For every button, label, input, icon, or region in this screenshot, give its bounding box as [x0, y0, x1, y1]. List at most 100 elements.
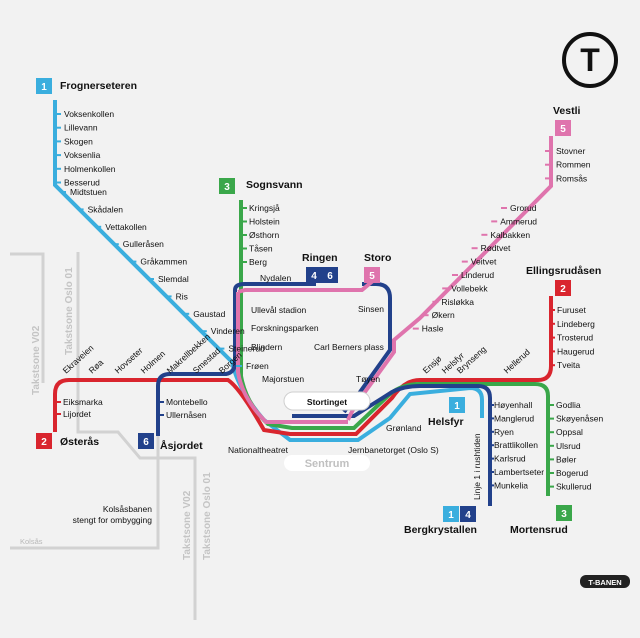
- sentrum-block: [283, 391, 371, 411]
- badge-5-vestli: 5: [560, 124, 566, 135]
- station-holmenkollen: Holmenkollen: [64, 164, 116, 174]
- station-skogen: Skogen: [64, 136, 93, 146]
- station-h-yenhall: Høyenhall: [494, 400, 532, 410]
- terminus-storo: Storo: [364, 252, 391, 264]
- station-furuset: Furuset: [557, 305, 586, 315]
- station-lijordet: Lijordet: [63, 409, 92, 419]
- station-munkelia: Munkelia: [494, 480, 528, 490]
- line-5-diagonal-stations: GrorudAmmerudKalbakkenRødtvetVeitvetLind…: [412, 203, 537, 334]
- note-linje-1-rushtiden: Linje 1 i rushtiden: [472, 433, 482, 500]
- t-logo-icon: T: [562, 32, 618, 88]
- badge-4-ringen: 4: [311, 271, 317, 282]
- station-romsas: Romsås: [556, 173, 587, 183]
- station-godlia: Godlia: [556, 400, 581, 410]
- station-ullernasen: Ullernåsen: [166, 410, 207, 420]
- station-gronland: Grønland: [386, 423, 422, 433]
- station-voksenkollen: Voksenkollen: [64, 109, 114, 119]
- badge-4-bergkrystallen: 4: [465, 510, 471, 521]
- notes: Kolsåsbanen stengt for ombygging Kolsås …: [20, 433, 630, 588]
- station-tveita: Tveita: [557, 360, 580, 370]
- line-1-branch-stations: VoksenkollenLillevannSkogenVoksenliaHolm…: [55, 109, 116, 188]
- note-kolsas: Kolsås: [20, 537, 43, 546]
- badge-3-mortensrud: 3: [561, 509, 567, 520]
- station-skullerud: Skullerud: [556, 482, 592, 492]
- station-vinderen: Vinderen: [211, 326, 245, 336]
- line-badges: 1 5 3 4 6 5 2 2 6 1 1 4 3: [36, 78, 572, 522]
- note-stengt: stengt for ombygging: [73, 515, 153, 525]
- line-1-diagonal-stations: MidtstuenSkådalenVettakollenGulleråsenGr…: [60, 187, 269, 371]
- station-ulsrud: Ulsrud: [556, 441, 581, 451]
- zone-label-v02-top: Takstsone V02: [31, 325, 42, 395]
- ring-stations: Nydalen Ullevål stadion Forskningsparken…: [228, 273, 439, 455]
- station-kern: Økern: [432, 310, 455, 320]
- station-bogerud: Bogerud: [556, 468, 588, 478]
- station-ris: Ris: [176, 291, 188, 301]
- station-rommen: Rommen: [556, 160, 591, 170]
- badge-6-asjordet: 6: [143, 437, 149, 448]
- terminus-ringen: Ringen: [302, 252, 338, 264]
- station-vettakollen: Vettakollen: [105, 222, 147, 232]
- badge-1-bergkrystallen: 1: [448, 510, 454, 521]
- terminus-frognerseteren: Frognerseteren: [60, 80, 137, 92]
- station-montebello: Montebello: [166, 397, 208, 407]
- station-ryen: Ryen: [494, 427, 514, 437]
- station-sthorn: Østhorn: [249, 230, 280, 240]
- line-2-track: [53, 296, 553, 436]
- station-ensj: Ensjø: [421, 354, 444, 376]
- station-voksenlia: Voksenlia: [64, 150, 101, 160]
- station-stortinget: Stortinget: [307, 397, 347, 407]
- station-brattlikollen: Brattlikollen: [494, 440, 538, 450]
- station-grakammen: Gråkammen: [140, 257, 187, 267]
- station-r-dtvet: Rødtvet: [481, 243, 511, 253]
- station-gaustad: Gaustad: [193, 309, 225, 319]
- station-holstein: Holstein: [249, 217, 280, 227]
- station-sk-yenasen: Skøyenåsen: [556, 414, 604, 424]
- station-veitvet: Veitvet: [471, 257, 497, 267]
- zone-label-v02-bottom: Takstsone V02: [182, 490, 193, 560]
- termini-labels: Frognerseteren Vestli Sognsvann Ringen S…: [60, 80, 601, 536]
- station-oppsal: Oppsal: [556, 427, 583, 437]
- station-lambertseter: Lambertseter: [494, 467, 544, 477]
- station-steinerud: Steinerud: [228, 344, 265, 354]
- station-risl-kka: Risløkka: [441, 297, 474, 307]
- station-majorstuen: Majorstuen: [262, 374, 304, 384]
- note-kolsasbanen: Kolsåsbanen: [103, 504, 152, 514]
- svg-text:T: T: [580, 42, 600, 78]
- station-lindeberg: Lindeberg: [557, 319, 595, 329]
- station-kalbakken: Kalbakken: [490, 230, 530, 240]
- station-berg: Berg: [249, 257, 267, 267]
- zone-label-oslo01-top: Takstsone Oslo 01: [64, 267, 75, 355]
- station-hellerud: Hellerud: [502, 347, 532, 376]
- terminus-helsfyr: Helsfyr: [428, 416, 464, 428]
- station-kringsja: Kringsjå: [249, 203, 280, 213]
- badge-2-ellingsrudasen: 2: [560, 284, 566, 295]
- sentrum-label: Sentrum: [305, 458, 350, 470]
- station-skadalen: Skådalen: [88, 204, 124, 214]
- terminus-ellingsrudasen: Ellingsrudåsen: [526, 265, 601, 277]
- station-ammerud: Ammerud: [500, 216, 537, 226]
- station-trosterud: Trosterud: [557, 333, 593, 343]
- station-grorud: Grorud: [510, 203, 537, 213]
- terminus-osteras: Østerås: [60, 436, 99, 448]
- line-1-track: [53, 100, 484, 442]
- svg-text:T-BANEN: T-BANEN: [588, 578, 621, 587]
- badge-5-storo: 5: [369, 271, 375, 282]
- line-3-east-stations: GodliaSkøyenåsenOppsalUlsrudBølerBogerud…: [548, 400, 604, 492]
- terminus-mortensrud: Mortensrud: [510, 524, 568, 536]
- line-6-track: [156, 290, 238, 436]
- station-midtstuen: Midtstuen: [70, 187, 107, 197]
- terminus-bergkrystallen: Bergkrystallen: [404, 524, 477, 536]
- station-tasen: Tåsen: [249, 244, 273, 254]
- badge-2-osteras: 2: [41, 437, 47, 448]
- station-ulleval-stadion: Ullevål stadion: [251, 305, 307, 315]
- station-besserud: Besserud: [64, 178, 100, 188]
- station-hasle: Hasle: [422, 324, 444, 334]
- station-sinsen: Sinsen: [358, 304, 384, 314]
- badge-3-sognsvann: 3: [224, 182, 230, 193]
